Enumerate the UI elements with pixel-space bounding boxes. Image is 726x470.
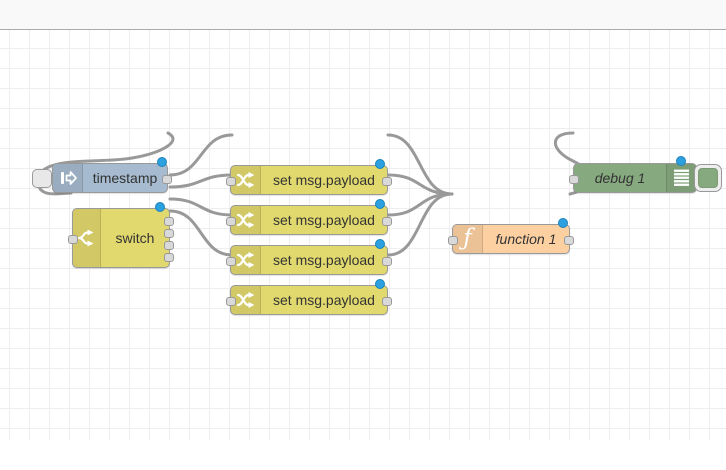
flow-canvas[interactable]: timestamp switch [0,30,726,440]
debug-enable-toggle[interactable] [694,164,722,192]
node-set-msg-payload-1[interactable]: set msg.payload [226,159,392,195]
changed-indicator [676,156,686,166]
input-port[interactable] [226,217,236,226]
debug-enable-toggle-state [698,168,718,188]
output-port[interactable] [382,257,392,266]
editor-header-bar [0,0,726,30]
shuffle-arrows-icon [231,246,261,274]
changed-indicator [375,159,385,169]
wire-change1-to-function[interactable] [386,133,454,196]
node-label: set msg.payload [273,172,375,188]
input-port[interactable] [448,236,458,245]
output-port-4[interactable] [164,253,174,262]
debug-list-icon [666,164,696,192]
input-port[interactable] [569,175,579,184]
changed-indicator [155,202,165,212]
node-set-msg-payload-4[interactable]: set msg.payload [226,279,392,315]
output-port[interactable] [564,236,574,245]
node-label: set msg.payload [273,252,375,268]
node-debug-1[interactable]: debug 1 [569,156,697,193]
shuffle-arrows-icon [231,166,261,194]
changed-indicator [375,199,385,209]
input-port[interactable] [226,177,236,186]
node-label: timestamp [92,170,158,186]
wire-layer [36,131,591,257]
changed-indicator [375,239,385,249]
wire-change4-to-function[interactable] [386,192,454,257]
output-port-3[interactable] [164,241,174,250]
inject-arrow-icon [53,164,83,192]
wire-switch-out3-to-change3[interactable] [168,197,234,217]
node-function-1[interactable]: ƒ function 1 [448,218,574,254]
switch-fork-icon [73,209,101,267]
output-port-1[interactable] [164,217,174,226]
wire-switch-out2-to-change2[interactable] [168,173,234,189]
output-port[interactable] [382,177,392,186]
shuffle-arrows-icon [231,206,261,234]
shuffle-arrows-icon [231,286,261,314]
node-label: set msg.payload [273,212,375,228]
node-set-msg-payload-3[interactable]: set msg.payload [226,239,392,275]
input-port[interactable] [226,297,236,306]
inject-trigger-button[interactable] [32,169,52,188]
changed-indicator [157,157,167,167]
output-port-2[interactable] [164,229,174,238]
node-label: set msg.payload [273,292,375,308]
input-port[interactable] [68,235,78,244]
wire-switch-out1-to-change1[interactable] [168,133,234,177]
input-port[interactable] [226,257,236,266]
function-f-icon: ƒ [453,225,483,253]
node-label: debug 1 [594,170,646,186]
changed-indicator [558,218,568,228]
node-switch[interactable]: switch [68,202,174,268]
node-label: switch [115,230,155,246]
wire-switch-out4-to-change4[interactable] [168,209,234,257]
output-port[interactable] [382,217,392,226]
changed-indicator [375,279,385,289]
wire-timestamp-to-switch[interactable] [36,131,175,196]
output-port[interactable] [382,297,392,306]
node-timestamp[interactable]: timestamp [52,157,172,193]
output-port[interactable] [162,175,172,184]
node-label: function 1 [495,231,557,247]
node-set-msg-payload-2[interactable]: set msg.payload [226,199,392,235]
